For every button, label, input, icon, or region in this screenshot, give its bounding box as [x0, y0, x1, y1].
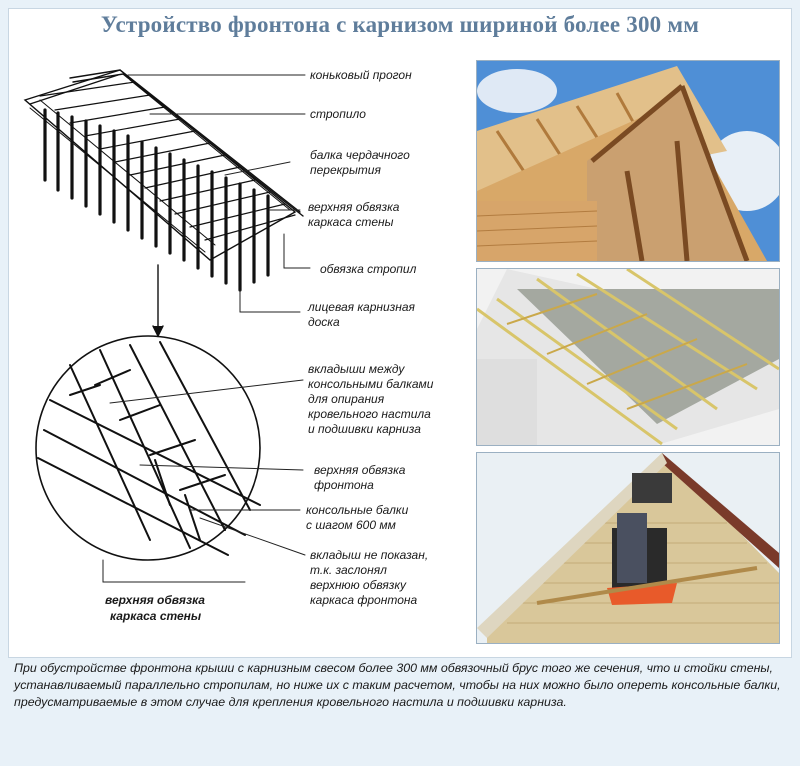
- label-top-plate-wall-1: верхняя обвязка: [308, 200, 400, 214]
- label-wall-plate-1: верхняя обвязка: [105, 593, 205, 607]
- label-hidden-4: каркаса фронтона: [310, 593, 418, 607]
- label-fascia-2: доска: [308, 315, 340, 329]
- label-top-plate-wall-2: каркаса стены: [308, 215, 394, 229]
- label-fascia-1: лицевая карнизная: [308, 300, 415, 314]
- photo-rafter-model: [476, 268, 780, 446]
- label-inserts-3: для опирания: [308, 392, 385, 406]
- label-inserts-4: кровельного настила: [308, 407, 431, 421]
- label-inserts-5: и подшивки карниза: [308, 422, 421, 436]
- label-rafter-tie: обвязка стропил: [320, 262, 417, 276]
- photo-gable-window: [476, 452, 780, 644]
- label-cantilever-1: консольные балки: [306, 503, 409, 517]
- photo-gable-roof-frame: [476, 60, 780, 262]
- label-gable-top-plate-1: верхняя обвязка: [314, 463, 406, 477]
- label-inserts-1: вкладыши между: [308, 362, 405, 376]
- label-cantilever-2: с шагом 600 мм: [306, 518, 396, 532]
- label-gable-top-plate-2: фронтона: [314, 478, 374, 492]
- label-ridge-purlin: коньковый прогон: [310, 68, 412, 82]
- label-hidden-2: т.к. заслонял: [310, 563, 387, 577]
- caption-text: При обустройстве фронтона крыши с карниз…: [14, 661, 781, 709]
- label-attic-beam-1: балка чердачного: [310, 148, 410, 162]
- label-rafter: стропило: [310, 107, 366, 121]
- page-title: Устройство фронтона с карнизом шириной б…: [100, 12, 700, 37]
- label-attic-beam-2: перекрытия: [310, 163, 381, 177]
- label-hidden-1: вкладыш не показан,: [310, 548, 429, 562]
- label-wall-plate-2: каркаса стены: [110, 609, 202, 623]
- label-hidden-3: верхнюю обвязку: [310, 578, 407, 592]
- label-inserts-2: консольными балками: [308, 377, 434, 391]
